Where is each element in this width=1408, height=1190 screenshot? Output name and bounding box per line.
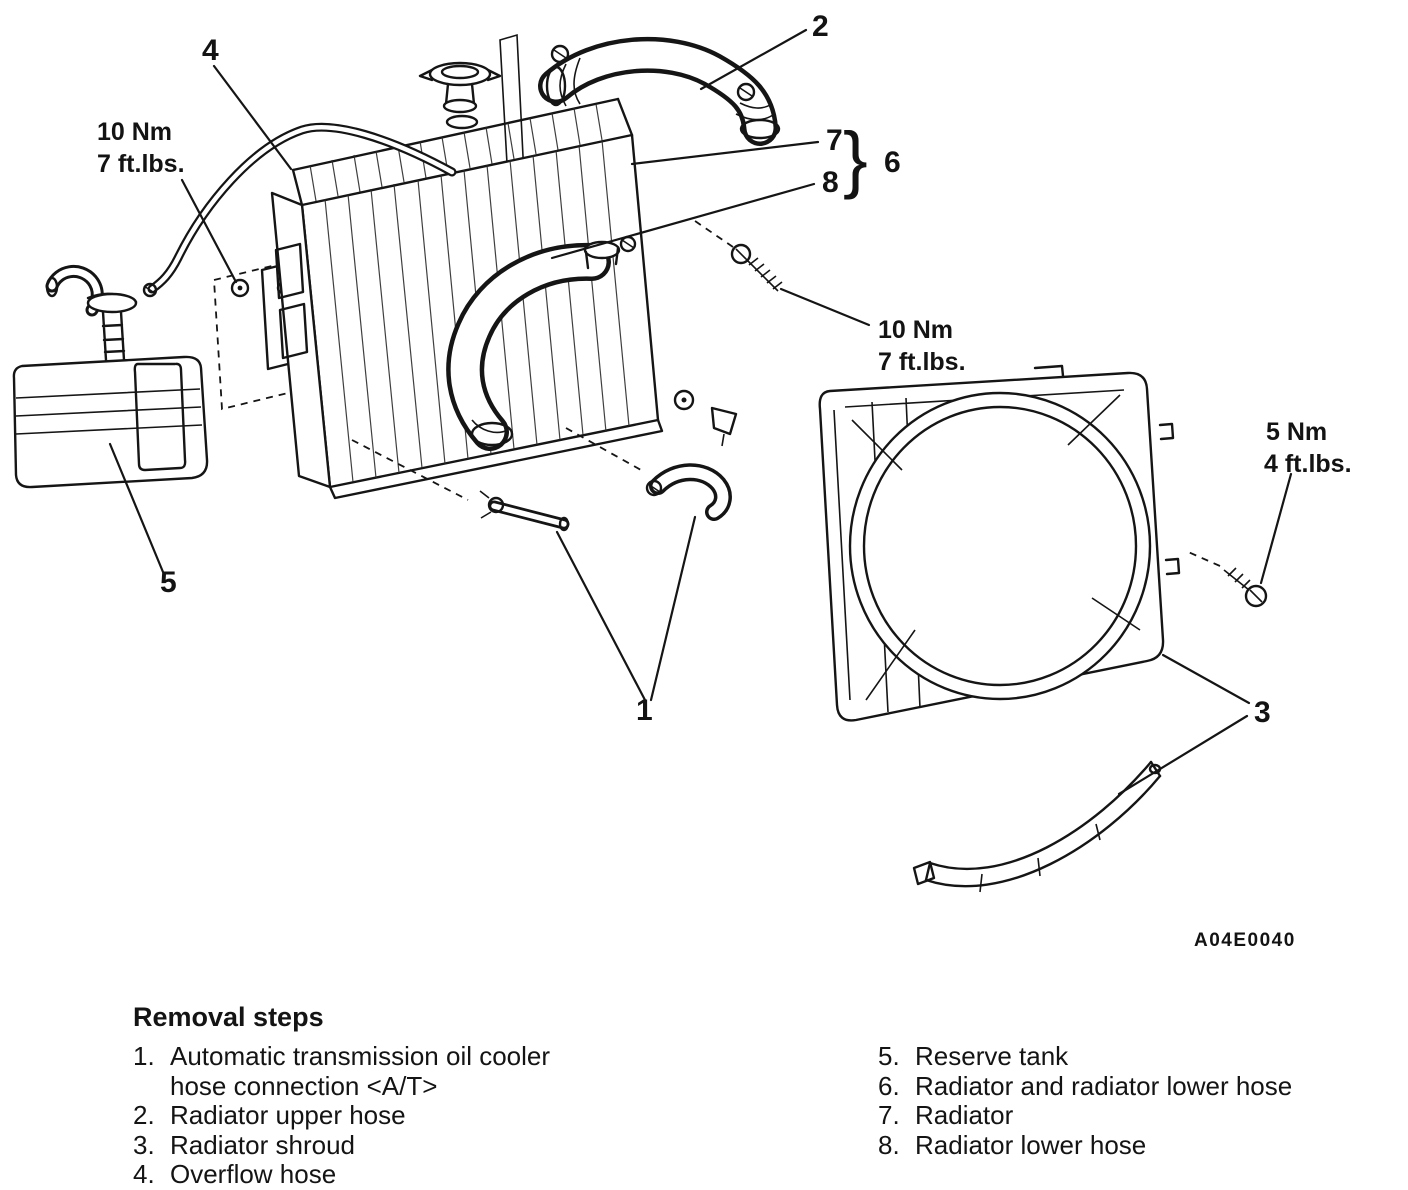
reserve-tank: [12, 265, 209, 489]
step-text: Radiator shroud: [170, 1129, 355, 1160]
removal-step-7: 7. Radiator: [878, 1100, 1398, 1131]
step-number: 5.: [878, 1041, 900, 1071]
shroud-mount-bolt: [1223, 567, 1268, 608]
torque-radiator-line2: 7 ft.lbs.: [878, 348, 966, 376]
radiator-upper-hose: [538, 36, 781, 146]
small-parts: [479, 389, 738, 532]
torque-radiator-line1: 10 Nm: [878, 316, 953, 344]
callout-leader-lines: [108, 28, 1293, 796]
removal-step-2: 2. Radiator upper hose: [133, 1100, 753, 1131]
step-text: Overflow hose: [170, 1159, 337, 1189]
step-number: 6.: [878, 1070, 900, 1101]
removal-steps-right-column: 5. Reserve tank 6. Radiator and radiator…: [878, 1041, 1398, 1161]
step-text: Radiator: [915, 1100, 1014, 1130]
step-text: Reserve tank: [915, 1041, 1069, 1071]
removal-step-5: 5. Reserve tank: [878, 1041, 1398, 1072]
step-number: 3.: [133, 1129, 155, 1160]
removal-step-6: 6. Radiator and radiator lower hose: [878, 1070, 1398, 1102]
step-text: Radiator lower hose: [915, 1129, 1147, 1160]
overflow-hose: [142, 122, 457, 298]
radiator-mount-bolt: [730, 243, 783, 292]
callout-4: 4: [202, 34, 219, 67]
step-number: 4.: [133, 1159, 155, 1189]
torque-overflow-line1: 10 Nm: [97, 118, 172, 146]
callout-2: 2: [812, 10, 829, 43]
callout-brace: }: [843, 117, 868, 200]
radiator-exploded-diagram: 2 4 7 8 } 6 5 1 3 10 Nm 7 ft.lbs. 10 Nm …: [12, 10, 1352, 951]
callout-7: 7: [826, 124, 843, 157]
step-number: 1.: [133, 1041, 155, 1071]
fan-shroud: [818, 364, 1181, 722]
step-text: Radiator upper hose: [170, 1100, 406, 1130]
step-line: Automatic transmission oil cooler: [170, 1041, 551, 1071]
callout-3: 3: [1254, 696, 1271, 729]
radiator-cap: [418, 61, 502, 114]
step-line: hose connection <A/T>: [170, 1070, 438, 1101]
step-text: Radiator and radiator lower hose: [915, 1070, 1293, 1101]
figure-code: A04E0040: [1194, 930, 1296, 951]
radiator-lower-hose: [446, 235, 637, 451]
removal-step-4: 4. Overflow hose: [133, 1159, 753, 1190]
callout-8: 8: [822, 166, 839, 199]
callout-6: 6: [884, 146, 901, 179]
callout-5: 5: [160, 566, 177, 599]
removal-step-3: 3. Radiator shroud: [133, 1129, 753, 1161]
removal-steps-heading: Removal steps: [133, 1002, 324, 1032]
step-number: 7.: [878, 1100, 900, 1130]
removal-step-8: 8. Radiator lower hose: [878, 1129, 1398, 1161]
torque-shroud-line2: 4 ft.lbs.: [1264, 450, 1352, 478]
step-number: 2.: [133, 1100, 155, 1130]
torque-overflow-line2: 7 ft.lbs.: [97, 150, 185, 178]
shroud-strap: [912, 760, 1162, 893]
torque-shroud-line1: 5 Nm: [1266, 418, 1327, 446]
radiator: [270, 97, 664, 500]
step-number: 8.: [878, 1129, 900, 1160]
dashed-alignment-lines: [351, 220, 1221, 567]
callout-1: 1: [636, 694, 653, 727]
